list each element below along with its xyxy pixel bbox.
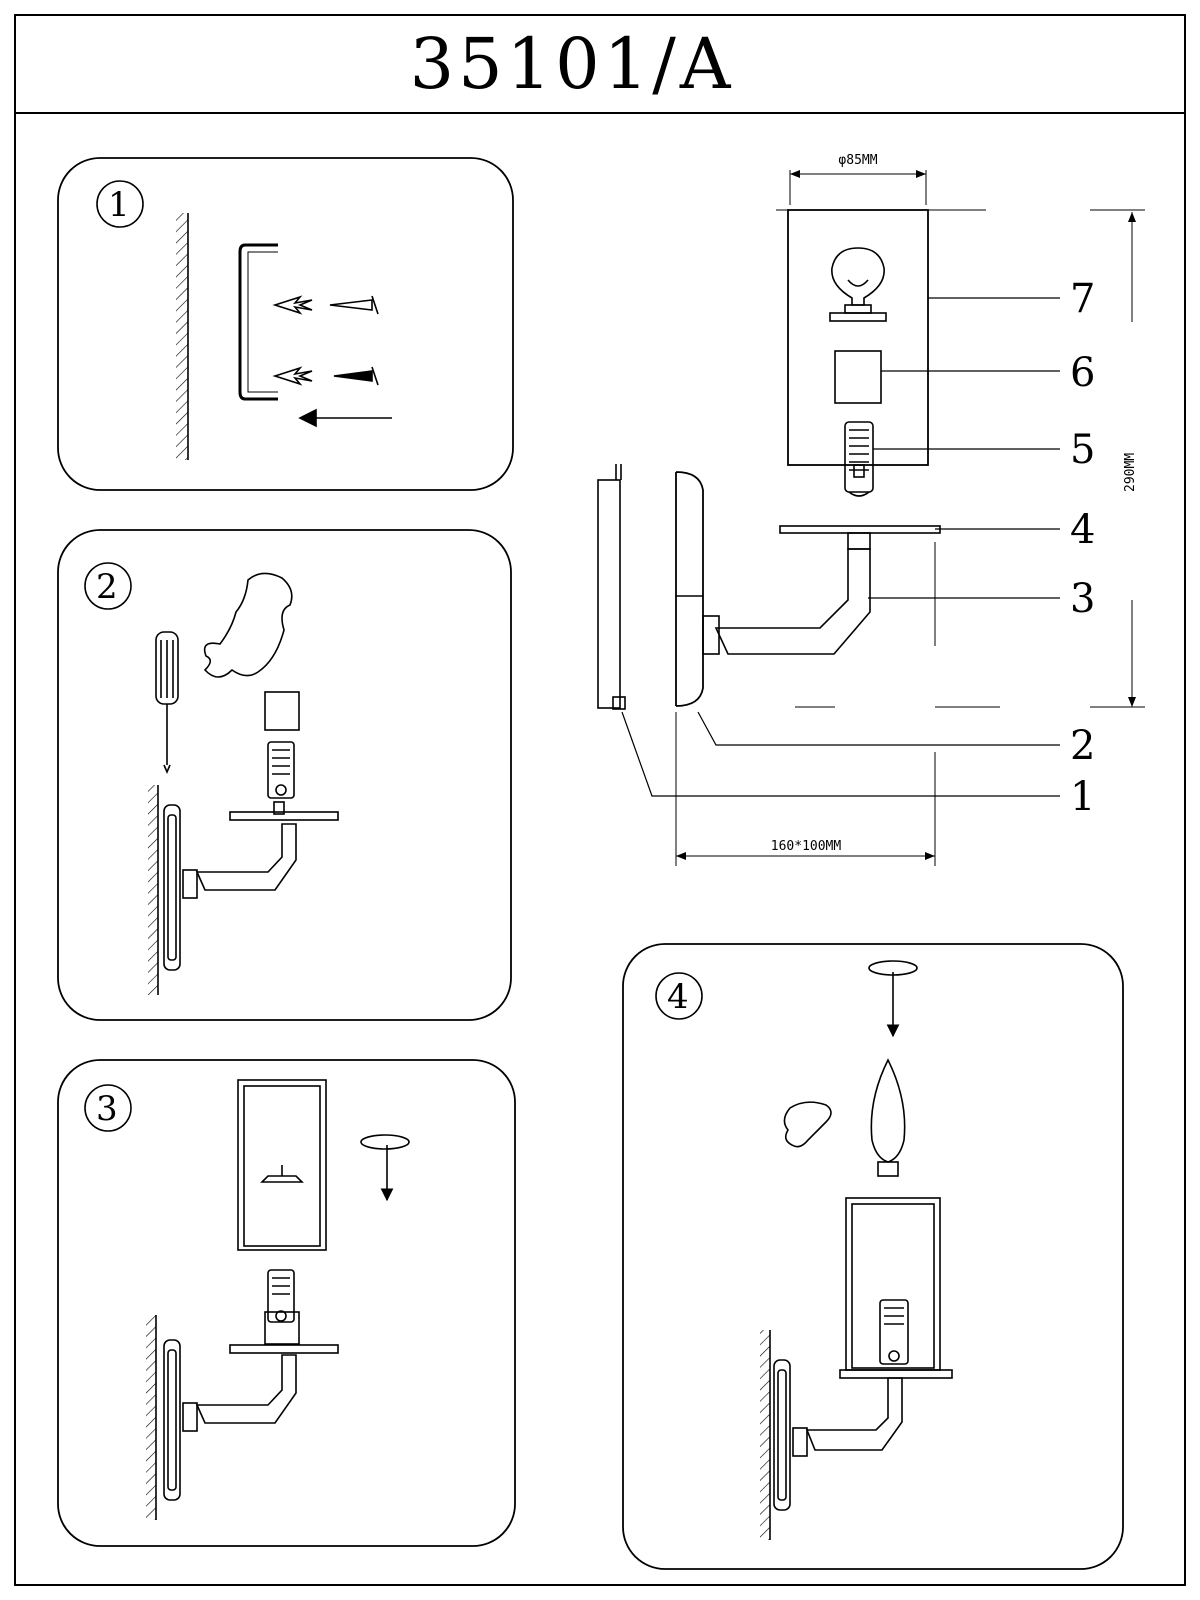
part-1-bracket — [597, 464, 626, 710]
wall-anchor-icon — [272, 295, 313, 386]
dimension-diameter: φ85MM — [789, 153, 927, 205]
title-band: 35101/A — [14, 14, 1186, 114]
step-3-panel: 3 — [57, 1059, 516, 1547]
step-1-number: 1 — [108, 185, 130, 225]
step-4-number: 4 — [667, 977, 689, 1017]
step-4-panel: 4 — [622, 943, 1124, 1570]
callout-1: 1 — [1070, 774, 1095, 820]
callout-5: 5 — [1070, 427, 1095, 473]
callout-2: 2 — [1070, 723, 1095, 769]
screw-icon — [329, 295, 379, 386]
callout-4: 4 — [1070, 507, 1095, 553]
callout-3: 3 — [1070, 576, 1095, 622]
bulb-icon — [829, 247, 887, 322]
callout-6: 6 — [1070, 350, 1095, 396]
rotate-arrow-icon — [868, 960, 918, 1038]
part-6-box — [834, 350, 882, 404]
callout-numbers: 7 6 5 4 3 2 1 — [1070, 276, 1095, 820]
step-1-panel: 1 — [57, 157, 514, 491]
step-2-number: 2 — [96, 567, 118, 607]
svg-text:290MM: 290MM — [1123, 453, 1138, 492]
svg-text:φ85MM: φ85MM — [838, 153, 877, 168]
part-3-arm — [714, 548, 871, 655]
callout-7: 7 — [1070, 276, 1095, 322]
part-5-socket — [844, 421, 874, 497]
svg-text:160*100MM: 160*100MM — [771, 839, 842, 854]
callout-leaders — [621, 297, 1060, 797]
sheet-border — [14, 14, 1186, 1586]
part-4-cup — [779, 525, 941, 534]
assembled-view: φ85MM 290MM 160*100MM — [597, 153, 1145, 866]
rotate-arrow-icon — [360, 1134, 410, 1202]
page-title: 35101/A — [409, 23, 735, 105]
mounting-bracket — [238, 243, 278, 401]
wall-hatch — [176, 213, 189, 460]
hand-icon — [203, 572, 293, 678]
screwdriver-icon — [155, 631, 179, 775]
step-2-panel: 2 — [57, 529, 512, 1021]
glass-shade — [237, 1079, 327, 1251]
dimension-height: 290MM — [795, 212, 1145, 708]
dimension-backplate: 160*100MM — [675, 542, 936, 866]
hand-icon — [783, 1101, 832, 1148]
candle-bulb — [870, 1058, 906, 1163]
part-2-backplate — [675, 471, 704, 707]
step-3-number: 3 — [96, 1089, 118, 1129]
